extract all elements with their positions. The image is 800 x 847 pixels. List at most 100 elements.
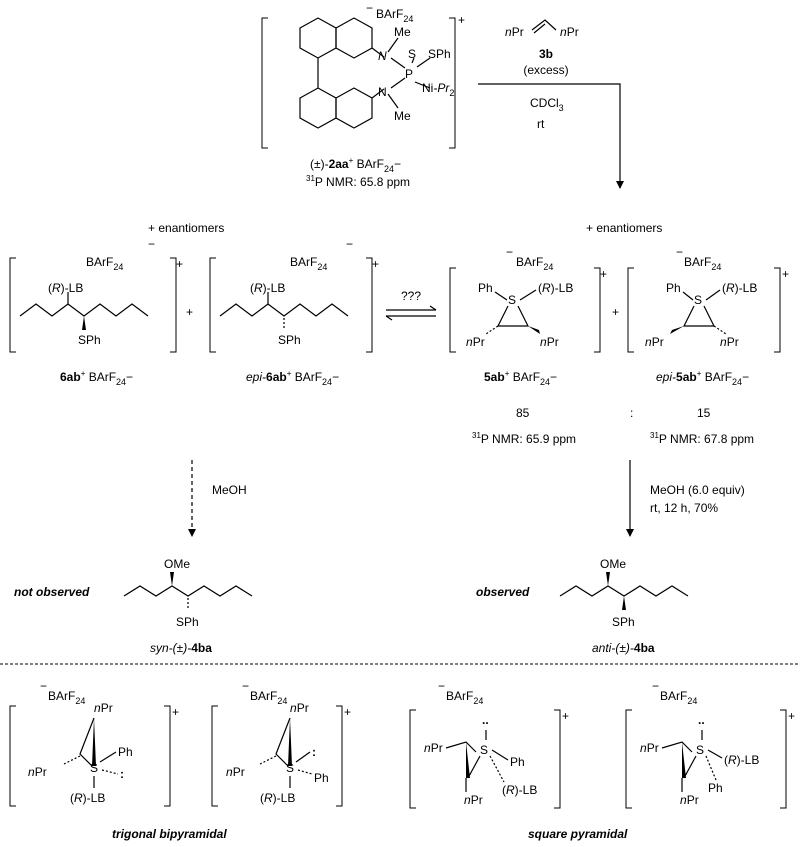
lb-label: (R)-LB <box>48 281 83 295</box>
conditions: rt, 12 h, 70% <box>650 501 718 515</box>
anion-label: BArF24 <box>48 689 85 706</box>
svg-text:+: + <box>176 257 183 271</box>
sph-label: SPh <box>612 615 635 629</box>
compound-epi-5ab: + − BArF24 Ph S (R)-LB nPr nPr epi-5ab+ … <box>627 245 789 446</box>
svg-text:+: + <box>562 709 569 723</box>
anion-label: BArF24 <box>86 255 123 272</box>
compound-name: epi-5ab+ BArF24− <box>656 369 749 387</box>
lone-pair: : <box>120 767 124 781</box>
status-label: observed <box>476 585 530 599</box>
carbon-chain <box>559 585 689 597</box>
alkene-bond <box>531 19 557 31</box>
compound-name: 5ab+ BArF24− <box>484 369 557 387</box>
npr-top: nPr <box>290 701 309 715</box>
lone-pair: : <box>312 745 316 759</box>
n-atom-top: N <box>378 49 387 63</box>
bracket-left <box>261 17 268 149</box>
anion-label: BArF24 <box>446 689 483 706</box>
product-anti-4ba: observed OMe SPh anti-(±)-4ba <box>476 557 689 655</box>
product-syn-4ba: not observed OMe SPh syn-(±)-4ba <box>14 557 253 655</box>
equilibrium-arrows: ??? <box>385 289 437 321</box>
thiiranium-ring <box>683 305 715 327</box>
enantiomers-note-left: + enantiomers <box>148 221 224 235</box>
ph-label: Ph <box>510 755 525 769</box>
npr-left: nPr <box>28 765 47 779</box>
svg-text:−: − <box>506 245 513 259</box>
lb-label: (R)-LB <box>538 281 573 295</box>
s-atom: S <box>90 761 98 775</box>
npr-left: nPr <box>505 25 524 39</box>
anion-label: BArF24 <box>684 255 721 272</box>
svg-text:+: + <box>344 705 351 719</box>
s-atom: S <box>286 761 294 775</box>
compound-name: 6ab+ BArF24− <box>60 369 133 387</box>
reagent-2aa: + − BArF24 N N Me Me P S SPh Ni-Pr2 (±)-… <box>261 1 465 189</box>
svg-text:+: + <box>788 709 795 723</box>
n-atom-bottom: N <box>378 85 387 99</box>
compound-name: anti-(±)-4ba <box>592 641 655 655</box>
lone-pair: .. <box>698 713 705 727</box>
bracket-right <box>449 17 456 149</box>
ph-label: Ph <box>478 281 493 295</box>
svg-text:−: − <box>652 679 659 693</box>
svg-text:−: − <box>40 679 47 693</box>
minus-sign: − <box>366 1 373 15</box>
svg-text:+: + <box>372 257 379 271</box>
charge-plus: + <box>458 13 465 27</box>
lone-pair: .. <box>482 713 489 727</box>
lb-label: (R)-LB <box>724 753 759 767</box>
npr-left: nPr <box>645 335 664 349</box>
carbon-chain <box>123 585 253 597</box>
lb-label: (R)-LB <box>502 783 537 797</box>
compound-name: epi-6ab+ BArF24− <box>246 369 339 387</box>
sp-structure-2: + − BArF24 .. S nPr nPr (R)-LB Ph <box>625 679 795 809</box>
alkene-3b: nPr nPr 3b (excess) <box>505 19 579 77</box>
geometry-label-sp: square pyramidal <box>528 827 628 841</box>
methyl-bottom: Me <box>394 109 411 123</box>
ph-label: Ph <box>708 781 723 795</box>
npr-left: nPr <box>466 335 485 349</box>
enantiomers-note-right: + enantiomers <box>586 221 662 235</box>
s-atom: S <box>696 743 704 757</box>
carbon-chain <box>19 303 149 317</box>
nmr-shift: 31P NMR: 65.9 ppm <box>472 431 576 446</box>
svg-text:−: − <box>148 237 155 251</box>
sph-label: SPh <box>278 333 301 347</box>
thiiranium-ring <box>497 305 529 327</box>
compound-3b-label: 3b <box>539 47 553 61</box>
reagent-nmr: 31P NMR: 65.8 ppm <box>306 174 410 189</box>
s-atom: S <box>480 743 488 757</box>
carbon-chain <box>219 303 349 317</box>
methanol-left: MeOH <box>212 483 247 497</box>
ome-label: OMe <box>600 557 626 571</box>
anion-label: BArF24 <box>516 255 553 272</box>
svg-text:−: − <box>676 245 683 259</box>
compound-5ab: + − BArF24 Ph S (R)-LB nPr nPr 5ab+ BArF… <box>449 245 607 446</box>
s-atom: S <box>694 293 702 307</box>
sph-label: SPh <box>78 333 101 347</box>
excess-note: (excess) <box>523 63 568 77</box>
plus-sign: + <box>186 305 193 319</box>
anion-label: BArF24 <box>290 255 327 272</box>
svg-text:+: + <box>172 705 179 719</box>
geometry-label-tbp: trigonal bipyramidal <box>112 827 227 841</box>
sph-label: SPh <box>176 615 199 629</box>
lb-label: (R)-LB <box>70 791 105 805</box>
status-label: not observed <box>14 585 90 599</box>
npr-top: nPr <box>94 701 113 715</box>
anion-label: BArF24 <box>376 7 413 24</box>
sph-group: SPh <box>428 47 451 61</box>
plus-sign: + <box>612 305 619 319</box>
ni-pr2-group: Ni-Pr2 <box>422 81 454 98</box>
npr-right: nPr <box>560 25 579 39</box>
compound-name: syn-(±)-4ba <box>150 641 212 655</box>
tbp-structure-1: + − BArF24 nPr nPr S Ph : (R)-LB <box>9 679 179 807</box>
ome-label: OMe <box>164 557 190 571</box>
reaction-arrow-1 <box>478 83 624 189</box>
npr-bottom: nPr <box>464 793 483 807</box>
npr-top: nPr <box>424 741 443 755</box>
binaphthyl-skeleton <box>299 17 431 129</box>
ph-label: Ph <box>314 771 329 785</box>
anion-label: BArF24 <box>660 689 697 706</box>
